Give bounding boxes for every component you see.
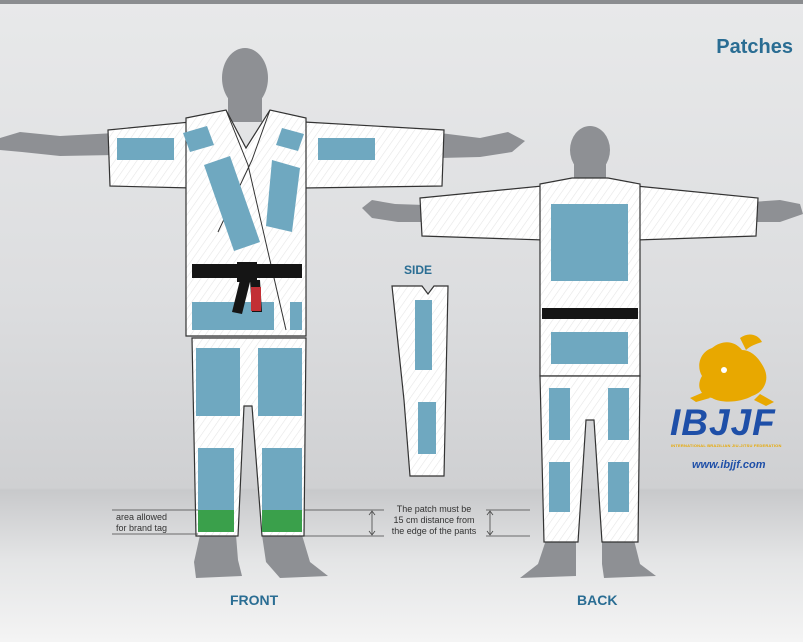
- back-left-foot: [602, 540, 656, 578]
- patch-front-right-shoulder: [183, 126, 214, 152]
- back-right-hand: [362, 200, 425, 222]
- logo-url-link[interactable]: www.ibjjf.com: [692, 459, 766, 471]
- patch-front-right-sleeve: [117, 138, 174, 160]
- patch-back-left-shin: [608, 462, 629, 512]
- front-right-foot: [194, 535, 242, 578]
- brand-tag-note: area allowed for brand tag: [116, 512, 167, 534]
- side-figure: [391, 285, 449, 477]
- front-pants-patches: [196, 348, 302, 532]
- patch-side-thigh: [415, 300, 432, 370]
- front-left-foot: [262, 535, 328, 578]
- patch-distance-note: The patch must be 15 cm distance from th…: [384, 504, 484, 537]
- back-belt: [542, 308, 638, 319]
- brand-tag-area-right: [198, 510, 234, 532]
- patch-front-left-shin: [262, 448, 302, 510]
- front-figure: [0, 48, 530, 578]
- brand-tag-area-left: [262, 510, 302, 532]
- back-left-sleeve: [635, 185, 759, 241]
- patch-front-right-thigh: [196, 348, 240, 416]
- patch-front-left-thigh: [258, 348, 302, 416]
- back-head: [570, 126, 610, 186]
- patch-back-lower: [551, 332, 628, 364]
- back-right-foot: [520, 540, 576, 578]
- patch-front-right-lapel: [204, 156, 260, 251]
- back-right-sleeve: [419, 185, 545, 241]
- front-left-hand: [440, 132, 525, 158]
- patch-front-left-shoulder: [276, 128, 304, 151]
- side-view-label: SIDE: [404, 263, 433, 277]
- top-border: [0, 0, 803, 4]
- brand-tag-note-line: for brand tag: [116, 523, 168, 533]
- front-jacket-patches: [117, 126, 375, 330]
- patch-back-right-shin: [549, 462, 570, 512]
- patch-distance-note-line: 15 cm distance from: [393, 515, 475, 525]
- back-figure: [362, 126, 803, 578]
- ibjjf-lion-logo-icon: [690, 334, 774, 406]
- patch-front-left-hem: [290, 302, 302, 330]
- patch-back-right-thigh: [549, 388, 570, 440]
- front-belt: [192, 262, 302, 314]
- front-head: [222, 48, 268, 122]
- patch-front-right-shin: [198, 448, 234, 510]
- back-left-hand: [752, 200, 803, 222]
- logo-wordmark: IBJJF: [670, 402, 776, 443]
- brand-tag-note-line: area allowed: [116, 512, 168, 522]
- patch-front-right-hem: [192, 302, 274, 330]
- patch-front-left-sleeve: [318, 138, 375, 160]
- brand-tag-guides: [112, 509, 198, 535]
- front-right-hand: [0, 132, 115, 156]
- patch-back-left-thigh: [608, 388, 629, 440]
- patch-side-shin: [418, 402, 436, 454]
- back-view-label: BACK: [577, 592, 618, 608]
- patch-distance-note-line: The patch must be: [396, 504, 472, 514]
- patch-distance-note-line: the edge of the pants: [391, 526, 477, 536]
- front-view-label: FRONT: [230, 592, 279, 608]
- patch-back-upper: [551, 204, 628, 281]
- logo-tagline: INTERNATIONAL BRAZILIAN JIU-JITSU FEDERA…: [671, 443, 782, 448]
- patch-front-left-lapel: [266, 160, 300, 232]
- page-title: Patches: [716, 36, 793, 58]
- distance-guides: [304, 509, 530, 537]
